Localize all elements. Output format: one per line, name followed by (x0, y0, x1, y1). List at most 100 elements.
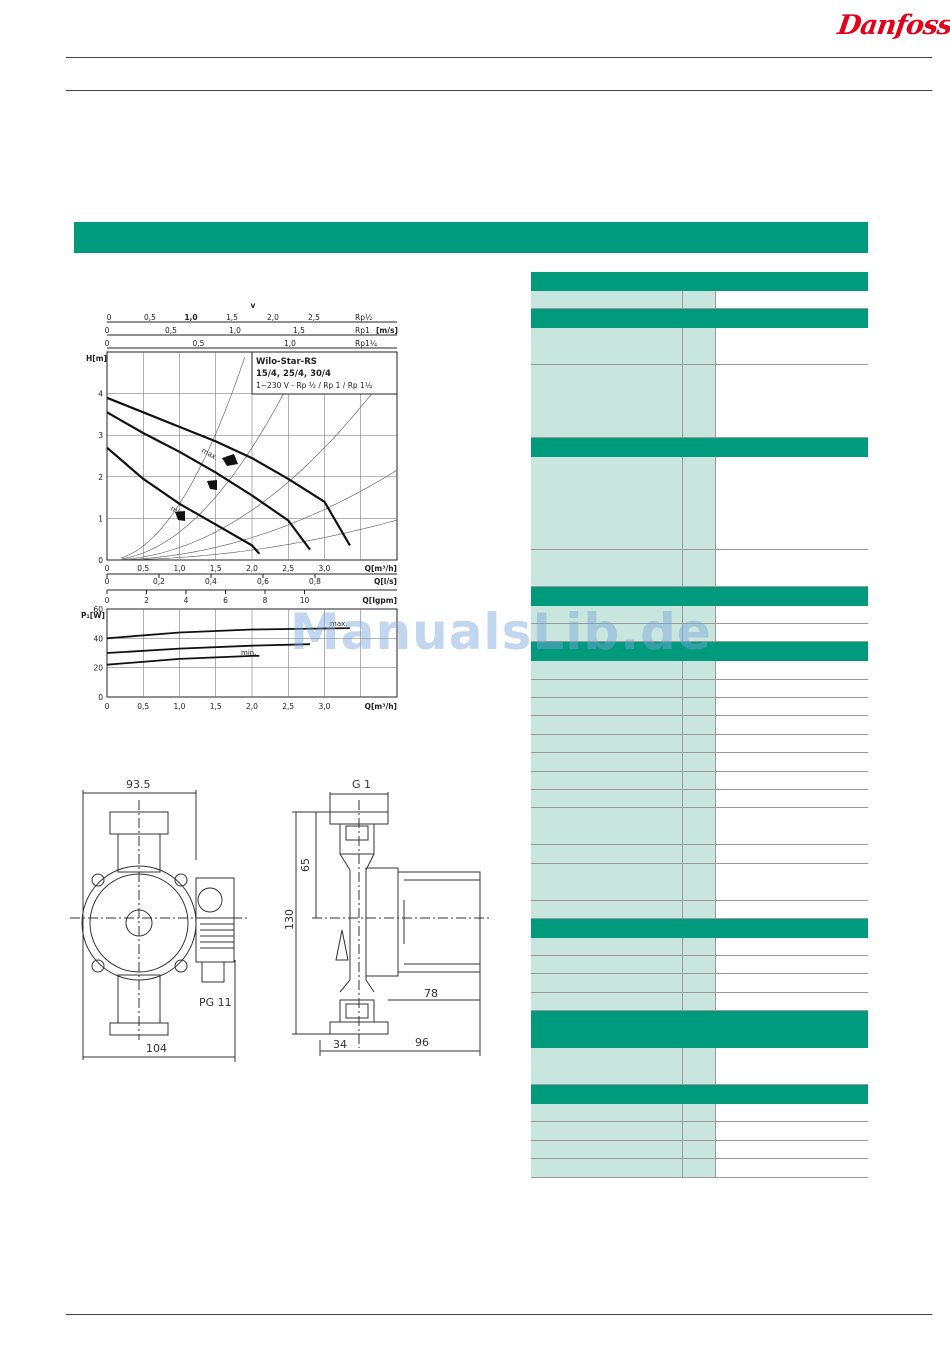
spec-cell (531, 624, 683, 641)
system-curve (121, 519, 398, 561)
pump-side-view (292, 792, 492, 1056)
velocity-tick-label: 0,5 (165, 326, 177, 335)
spec-cell (716, 698, 868, 715)
spec-cell (716, 974, 868, 992)
spec-cell (716, 550, 868, 586)
spec-row (531, 753, 868, 772)
dimension-drawing: 93.5 104 PG 11 G 1 65 130 78 34 96 (70, 778, 492, 1062)
spec-cell (531, 661, 683, 679)
spec-section-header (531, 1085, 868, 1104)
spec-row (531, 680, 868, 698)
velocity-tick-label: 0 (105, 339, 110, 348)
spec-section-header (531, 438, 868, 457)
spec-cell (716, 1104, 868, 1121)
ls-tick-label: 0 (105, 577, 110, 586)
spec-section-header (531, 272, 868, 291)
spec-cell (683, 291, 716, 308)
spec-row (531, 606, 868, 624)
p-curve-max (106, 627, 350, 640)
spec-cell (531, 1141, 683, 1158)
p-xtick-label: 0 (105, 702, 110, 711)
system-curve (121, 357, 246, 559)
igpm-tick-label: 4 (184, 596, 189, 605)
spec-cell (531, 808, 683, 844)
speed-marker-1 (175, 511, 185, 521)
spec-row (531, 808, 868, 845)
spec-row (531, 1104, 868, 1122)
velocity-tick-label: 1,5 (293, 326, 305, 335)
spec-cell (716, 680, 868, 697)
ls-tick-label: 0,6 (257, 577, 269, 586)
spec-cell (683, 1141, 716, 1158)
spec-cell (683, 753, 716, 771)
system-curve (121, 469, 398, 561)
pg11-label: PG 11 (199, 996, 232, 1009)
p-series-label-max: max. (330, 620, 347, 628)
ls-xlabel: Q[l/s] (374, 577, 397, 586)
dim-g1: G 1 (352, 778, 371, 791)
spec-cell (683, 606, 716, 623)
spec-cell (716, 735, 868, 752)
speed-marker-3 (222, 454, 238, 466)
section-band (74, 222, 868, 253)
h-xtick-label: 1,5 (210, 564, 222, 573)
spec-row (531, 550, 868, 587)
spec-cell (716, 1141, 868, 1158)
spec-cell (683, 790, 716, 807)
spec-cell (716, 716, 868, 734)
spec-cell (531, 680, 683, 697)
igpm-tick-label: 10 (300, 596, 310, 605)
igpm-tick-label: 2 (144, 596, 149, 605)
spec-cell (716, 606, 868, 623)
spec-section-header (531, 1011, 868, 1048)
p-ytick-label: 0 (98, 693, 103, 702)
p-ytick-label: 20 (93, 664, 103, 673)
h-xtick-label: 1,0 (174, 564, 186, 573)
h-xtick-label: 0,5 (137, 564, 149, 573)
h-curve-mid (106, 411, 311, 551)
spec-row (531, 790, 868, 808)
spec-row (531, 993, 868, 1011)
igpm-xlabel: Q[Igpm] (362, 596, 397, 605)
h-ytick-label: 0 (98, 556, 103, 565)
igpm-tick-label: 0 (105, 596, 110, 605)
spec-cell (716, 808, 868, 844)
p-xtick-label: 2,0 (246, 702, 258, 711)
spec-row (531, 698, 868, 716)
spec-cell (683, 457, 716, 549)
p-xtick-label: 0,5 (137, 702, 149, 711)
igpm-tick-label: 8 (263, 596, 268, 605)
p-ylabel: P₁[W] (81, 611, 105, 620)
spec-cell (716, 901, 868, 918)
spec-section-header (531, 587, 868, 606)
spec-row (531, 291, 868, 309)
spec-row (531, 845, 868, 864)
spec-cell (716, 753, 868, 771)
velocity-tick-label: 1,0 (229, 326, 241, 335)
spec-row (531, 864, 868, 901)
spec-cell (531, 1104, 683, 1121)
spec-cell (716, 624, 868, 641)
dim-93-5: 93.5 (126, 778, 151, 791)
spec-cell (531, 291, 683, 308)
spec-cell (531, 716, 683, 734)
spec-cell (716, 365, 868, 437)
p-curve-mid (106, 643, 311, 654)
dim-130: 130 (283, 909, 296, 930)
spec-cell (531, 1048, 683, 1084)
chart-title-box (251, 351, 398, 395)
spec-cell (716, 956, 868, 973)
footer-rule (66, 1314, 932, 1315)
dim-96: 96 (415, 1036, 429, 1049)
spec-cell (683, 550, 716, 586)
h-xtick-label: 2,0 (246, 564, 258, 573)
spec-table (531, 272, 868, 1178)
h-xtick-label: 0 (105, 564, 110, 573)
spec-row (531, 328, 868, 365)
spec-row (531, 1141, 868, 1159)
h-xlabel: Q[m³/h] (365, 564, 397, 573)
spec-cell (683, 624, 716, 641)
spec-cell (531, 938, 683, 955)
spec-cell (531, 550, 683, 586)
